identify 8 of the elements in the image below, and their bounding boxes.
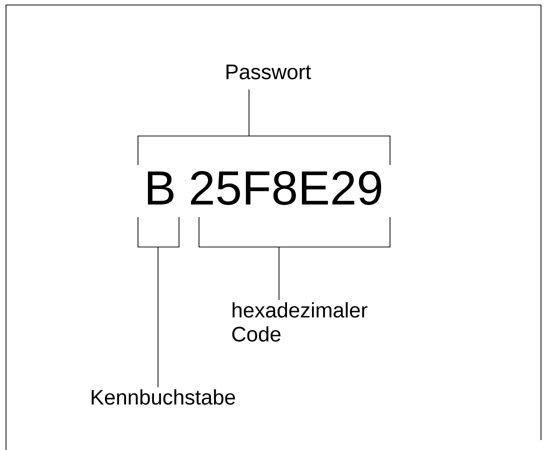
letter-text: B — [148, 171, 174, 204]
label-text: Passwort — [226, 64, 311, 80]
code-text: 25F8E29 — [191, 171, 382, 205]
label-text: hexadezimaler Code — [232, 302, 368, 342]
label-text: Kennbuchstabe — [92, 389, 236, 405]
bracket-line — [138, 216, 180, 388]
bracket-line — [198, 216, 390, 300]
bracket-line — [138, 89, 390, 166]
